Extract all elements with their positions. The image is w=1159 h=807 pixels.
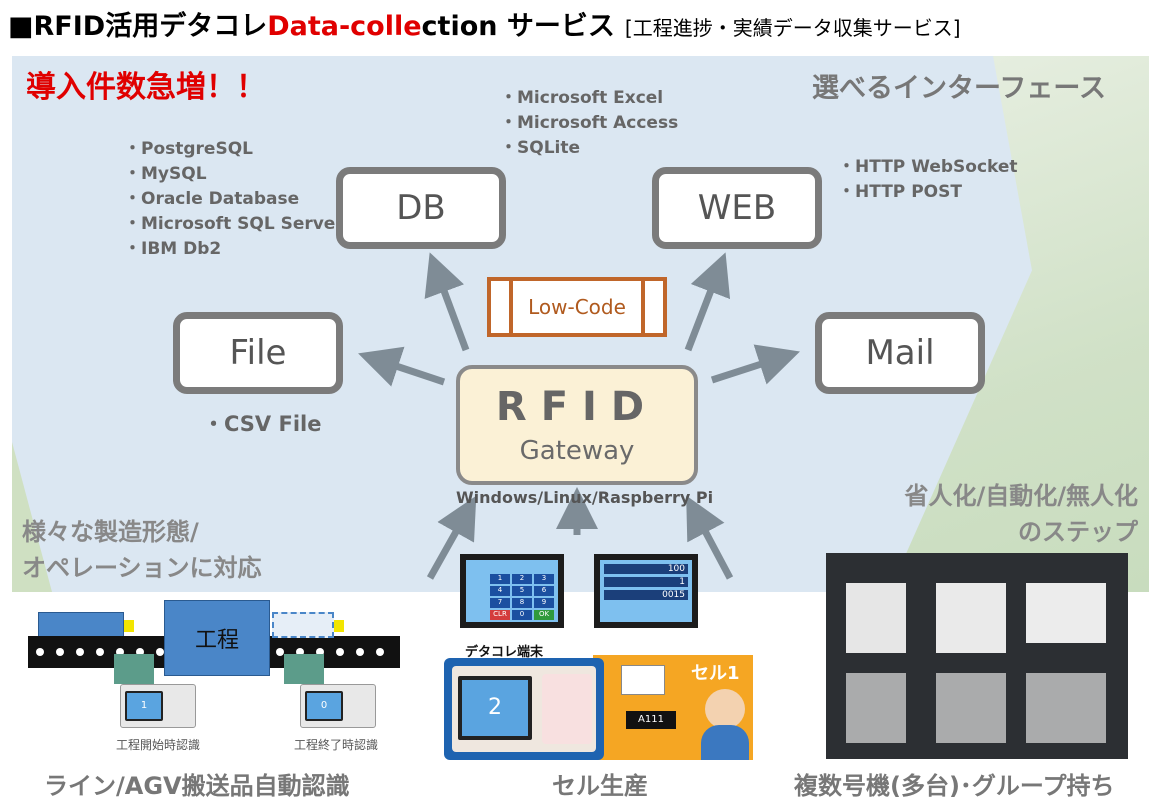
arrow-to-mail <box>710 344 800 385</box>
db-list-item: ・Oracle Database <box>124 189 300 209</box>
end-recognition-label: 工程終了時認識 <box>294 738 379 752</box>
csv-label: ・CSV File <box>203 412 322 436</box>
right-text-line: 省人化/自動化/無人化 <box>904 482 1138 510</box>
reader-mount-right <box>284 654 324 684</box>
card-holder <box>936 583 1006 653</box>
keypad-key: 0 <box>512 610 532 620</box>
gateway-rfid-label: RFID <box>495 384 659 430</box>
keypad-key: 1 <box>490 574 510 584</box>
mail-box: Mail <box>815 312 985 394</box>
db-list-item: ・IBM Db2 <box>124 239 222 259</box>
reader-mount-left <box>114 654 154 684</box>
left-feature-text: 様々な製造形態/ オペレーションに対応 <box>22 514 262 586</box>
process-box: 工程 <box>164 600 270 676</box>
reader-device-right: 0 <box>300 684 376 728</box>
group-photo <box>826 553 1128 759</box>
terminal-screen: 2 <box>458 676 532 740</box>
os-support: Windows/Linux/Raspberry Pi <box>456 488 714 507</box>
keypad-key: 2 <box>512 574 532 584</box>
reader-screen: 0 <box>305 691 343 721</box>
worker-body-icon <box>701 725 749 760</box>
start-recognition-label: 工程開始時認識 <box>116 738 201 752</box>
agv-item <box>38 612 124 638</box>
keypad-key: 8 <box>512 598 532 608</box>
web-box: WEB <box>652 167 822 249</box>
db-list-item: ・Microsoft SQL Server <box>124 214 344 234</box>
title-part-2: Data-colle <box>267 11 422 42</box>
office-list-item: ・Microsoft Access <box>500 113 679 133</box>
keypad-key: 7 <box>490 598 510 608</box>
db-list-item: ・PostgreSQL <box>124 139 253 159</box>
id-card-icon <box>621 665 665 695</box>
keypad-key: CLR <box>490 610 510 620</box>
card-holder <box>1026 673 1106 743</box>
web-list-item: ・HTTP WebSocket <box>838 157 1018 177</box>
right-feature-text: 省人化/自動化/無人化 のステップ <box>842 478 1138 550</box>
office-list: ・Microsoft Excel ・Microsoft Access ・SQLi… <box>500 86 678 161</box>
display-value: 0015 <box>604 590 688 600</box>
card-holder <box>846 673 906 743</box>
rfid-tag-label: A111 <box>626 711 676 729</box>
title-subtitle: [工程進捗・実績データ収集サービス] <box>624 16 961 40</box>
right-text-line: のステップ <box>1018 518 1138 546</box>
reader-screen: 1 <box>125 691 163 721</box>
terminal-device: 2 <box>444 658 604 760</box>
file-box: File <box>173 312 343 394</box>
display-value: 1 <box>604 577 688 587</box>
line-agv-illustration: 工程 1 0 工程開始時認識 工程終了時認識 <box>28 598 400 758</box>
display-value: 100 <box>604 564 688 574</box>
cell-illustration: A111 セル1 <box>593 655 753 760</box>
card-holder <box>936 673 1006 743</box>
title-part-3: ction サービス <box>421 11 615 42</box>
title-part-1: ■RFID活用デタコレ <box>8 11 268 42</box>
caption-cell: セル生産 <box>552 772 648 800</box>
db-list-item: ・MySQL <box>124 164 207 184</box>
rfid-tag-icon <box>334 620 344 632</box>
office-list-item: ・SQLite <box>500 138 581 158</box>
arrow-to-db <box>424 252 470 352</box>
reader-pad <box>542 674 592 744</box>
keypad-key: 3 <box>534 574 554 584</box>
terminal-label: デタコレ端末 <box>465 645 544 660</box>
db-list: ・PostgreSQL ・MySQL ・Oracle Database ・Mic… <box>124 137 344 262</box>
keypad-key: 5 <box>512 586 532 596</box>
keypad-key: 9 <box>534 598 554 608</box>
keypad-key: OK <box>534 610 554 620</box>
cell-label: セル1 <box>691 663 740 684</box>
lowcode-box: Low-Code <box>487 277 667 337</box>
card-holder <box>1026 583 1106 643</box>
keypad-key: 4 <box>490 586 510 596</box>
rfid-gateway: RFID Gateway <box>456 365 698 485</box>
reader-device-left: 1 <box>120 684 196 728</box>
web-list-item: ・HTTP POST <box>838 182 962 202</box>
left-text-line: 様々な製造形態/ <box>22 518 199 546</box>
data-entry-screen: 100 1 0015 <box>594 554 698 628</box>
gateway-label: Gateway <box>519 436 635 466</box>
page-title: ■RFID活用デタコレ Data-colle ction サービス [工程進捗・… <box>8 4 961 48</box>
arrow-to-file <box>358 346 446 387</box>
card-holder <box>846 583 906 653</box>
interfaces-heading: 選べるインターフェース <box>812 73 1107 104</box>
worker-icon <box>705 689 745 729</box>
surge-headline: 導入件数急増！！ <box>26 70 266 105</box>
db-box: DB <box>336 167 506 249</box>
arrow-up-left <box>426 495 477 580</box>
agv-item-ghost <box>272 612 334 638</box>
left-text-line: オペレーションに対応 <box>22 554 262 582</box>
keypad-screen: 1 2 3 4 5 6 7 8 9 CLR 0 OK <box>460 554 564 628</box>
arrow-up-right <box>686 495 734 580</box>
rfid-tag-icon <box>124 620 134 632</box>
arrow-to-web <box>684 252 731 352</box>
keypad-key: 6 <box>534 586 554 596</box>
office-list-item: ・Microsoft Excel <box>500 88 664 108</box>
caption-line: ライン/AGV搬送品自動認識 <box>44 772 350 800</box>
caption-group: 複数号機(多台)･グループ持ち <box>794 772 1115 800</box>
web-list: ・HTTP WebSocket ・HTTP POST <box>838 155 1018 205</box>
